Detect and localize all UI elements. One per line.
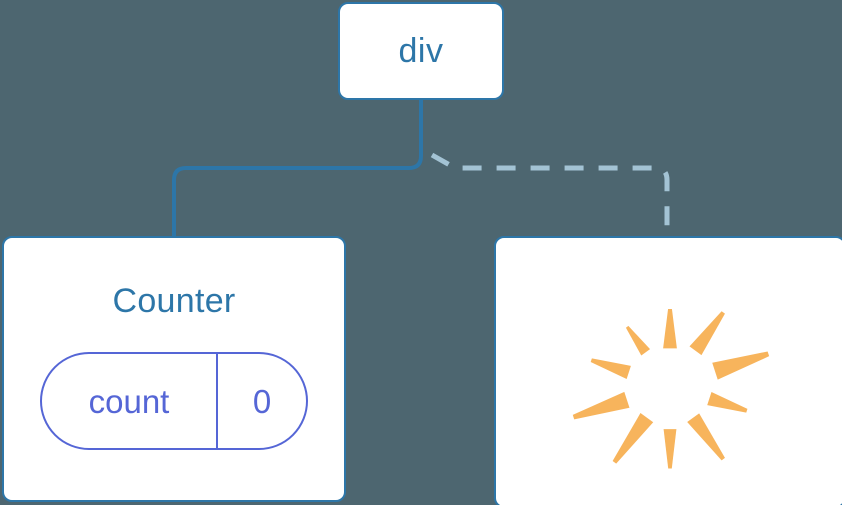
node-render-burst[interactable] xyxy=(494,236,842,505)
burst-spike-7 xyxy=(572,391,630,420)
edge-div-to-burst xyxy=(430,152,670,236)
node-counter[interactable]: Counter count 0 xyxy=(2,236,346,502)
state-pill-key: count xyxy=(88,382,170,420)
burst-spike-2 xyxy=(712,351,770,380)
burst-spike-1 xyxy=(689,311,725,356)
burst-spike-8 xyxy=(590,358,631,379)
node-counter-label: Counter xyxy=(112,282,236,320)
node-div-label: div xyxy=(398,32,444,70)
edge-div-to-counter xyxy=(172,98,423,238)
node-div[interactable]: div xyxy=(338,2,504,100)
state-pill-count[interactable]: count 0 xyxy=(40,352,308,450)
render-burst-icon xyxy=(572,308,770,469)
burst-spike-4 xyxy=(687,413,725,461)
burst-spike-3 xyxy=(707,392,748,413)
state-pill-divider xyxy=(216,354,218,448)
burst-spike-9 xyxy=(625,325,651,356)
burst-spike-0 xyxy=(663,308,677,349)
state-pill-value: 0 xyxy=(252,382,272,420)
burst-spike-5 xyxy=(663,429,677,469)
burst-spike-6 xyxy=(612,413,654,464)
